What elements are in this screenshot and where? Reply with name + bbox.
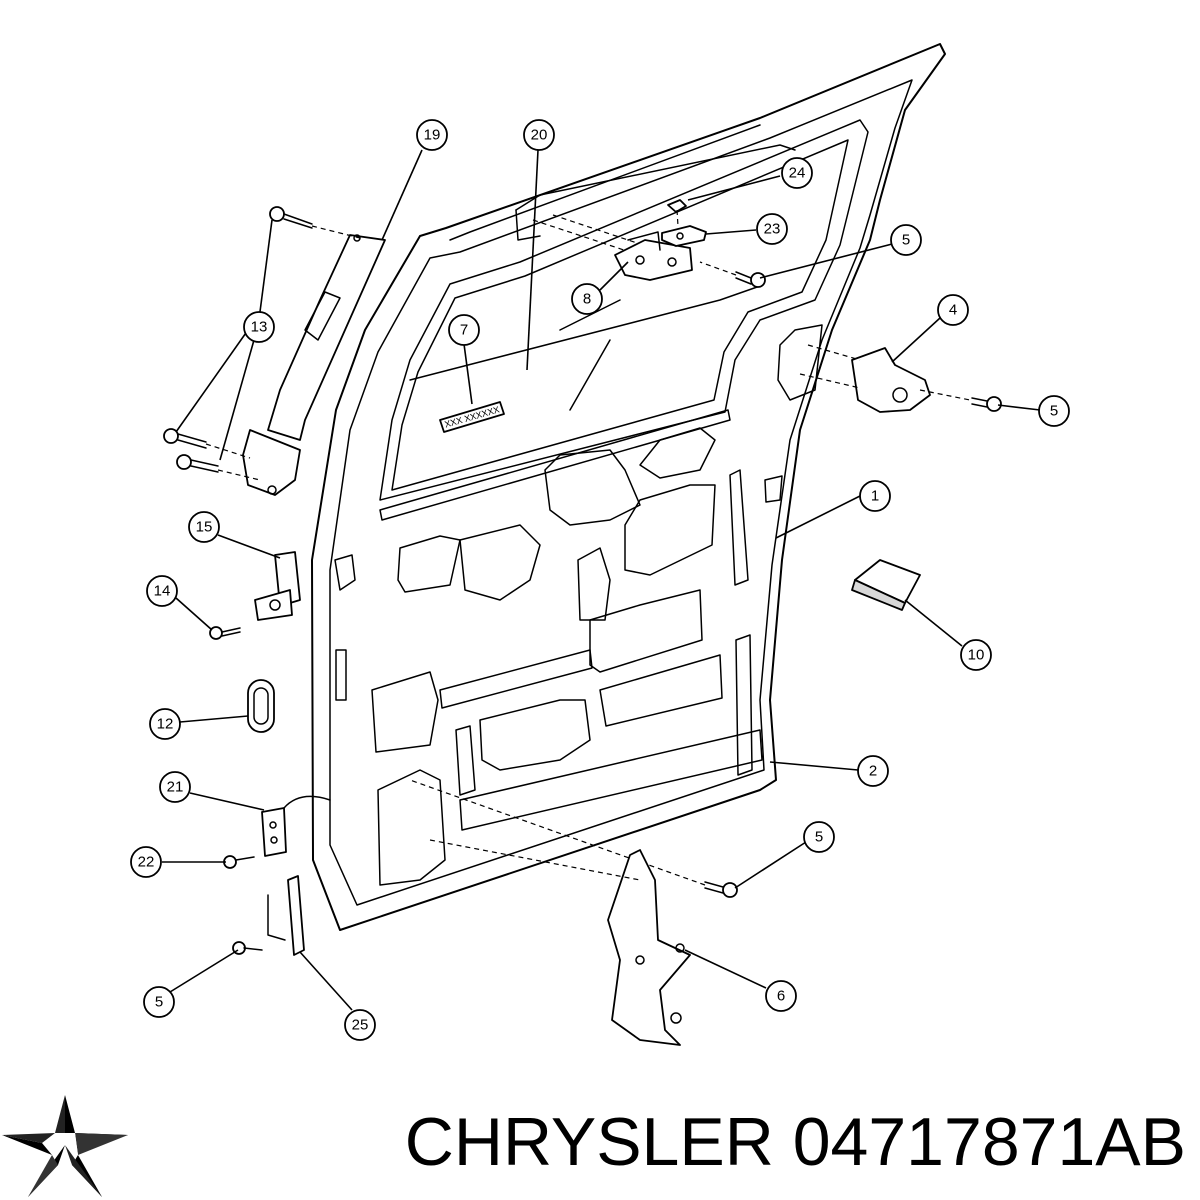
callout-12-label: 12 [157, 716, 174, 733]
screw-14 [209, 626, 241, 640]
callout-6: 6 [765, 980, 797, 1012]
hinge-bracket-6 [429, 839, 691, 1046]
callout-23-label: 23 [764, 221, 781, 238]
bolt-5-top [699, 261, 766, 288]
door-panel [311, 43, 946, 931]
callout-15-label: 15 [196, 519, 213, 536]
bolt-5-bottom [409, 779, 738, 898]
exploded-door-diagram: XXX XXXXXX 1 2 4 [130, 43, 1070, 1046]
callout-23: 23 [756, 213, 788, 245]
callout-7: 7 [448, 314, 480, 346]
screw-22 [223, 855, 255, 869]
callout-10-label: 10 [968, 647, 985, 664]
part-number-caption: CHRYSLER 04717871AB [404, 1104, 1186, 1180]
switch-21 [261, 795, 331, 857]
leader-lines [162, 149, 1041, 1011]
callout-5-bottom-label: 5 [815, 829, 823, 846]
bracket-8 [614, 231, 693, 281]
pentastar-shape [2, 1095, 128, 1197]
hinge-15 [254, 551, 301, 621]
callout-24-label: 24 [789, 165, 806, 182]
callout-25: 25 [344, 1009, 376, 1041]
bolt-5-left [232, 941, 263, 955]
callout-4-label: 4 [949, 302, 957, 319]
latch-4 [799, 344, 971, 413]
callout-20: 20 [523, 119, 555, 151]
callout-15: 15 [188, 511, 220, 543]
window-glass-20 [515, 144, 796, 253]
callout-14: 14 [146, 575, 178, 607]
clip-23 [661, 225, 707, 247]
pad-10 [851, 559, 921, 611]
bolt-5-right [971, 396, 1002, 412]
callout-5-bottom: 5 [803, 821, 835, 853]
screw-13-top [269, 206, 361, 239]
callout-13-label: 13 [251, 319, 268, 336]
callout-4: 4 [937, 294, 969, 326]
callout-7-label: 7 [460, 322, 468, 339]
callout-13: 13 [243, 311, 275, 343]
callout-8-label: 8 [583, 291, 591, 308]
callout-10: 10 [960, 639, 992, 671]
callout-22-label: 22 [138, 854, 155, 871]
striker-25 [267, 875, 305, 956]
callout-5-top: 5 [890, 224, 922, 256]
chrysler-pentastar-icon [2, 1095, 128, 1197]
callout-2: 2 [857, 755, 889, 787]
callout-1: 1 [859, 480, 891, 512]
callout-2-label: 2 [869, 763, 877, 780]
callout-5-right: 5 [1038, 395, 1070, 427]
callout-8: 8 [571, 283, 603, 315]
callout-20-label: 20 [531, 127, 548, 144]
callout-19: 19 [416, 119, 448, 151]
callout-19-label: 19 [424, 127, 441, 144]
callout-5-right-label: 5 [1050, 403, 1058, 420]
callout-21: 21 [159, 771, 191, 803]
callout-21-label: 21 [167, 779, 184, 796]
callout-14-label: 14 [154, 583, 171, 600]
callout-6-label: 6 [777, 988, 785, 1005]
screw-24 [667, 199, 687, 227]
callout-5-left-label: 5 [155, 994, 163, 1011]
callout-22: 22 [130, 846, 162, 878]
callout-24: 24 [781, 157, 813, 189]
callout-1-label: 1 [871, 488, 879, 505]
callout-5-top-label: 5 [902, 232, 910, 249]
grommet-12 [247, 679, 275, 733]
vin-label-7: XXX XXXXXX [439, 401, 505, 433]
screw-13-mid [163, 428, 251, 459]
screw-13-low [176, 454, 261, 481]
callout-12: 12 [149, 708, 181, 740]
callout-5-left: 5 [143, 986, 175, 1018]
callout-25-label: 25 [352, 1017, 369, 1034]
